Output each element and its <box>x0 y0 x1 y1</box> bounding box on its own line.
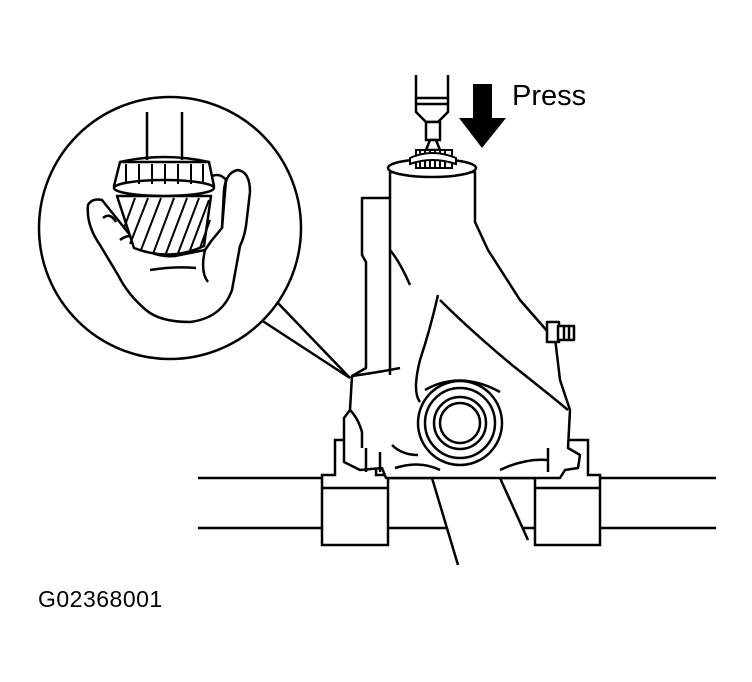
figure-id-label: G02368001 <box>38 586 163 612</box>
shaft-spline <box>409 149 457 169</box>
output-bore-seal <box>416 379 504 467</box>
press-label: Press <box>512 80 587 112</box>
output-shaft <box>430 477 530 566</box>
press-ram <box>414 75 450 152</box>
arrow-down-icon <box>459 84 506 148</box>
detail-contents <box>86 112 252 324</box>
